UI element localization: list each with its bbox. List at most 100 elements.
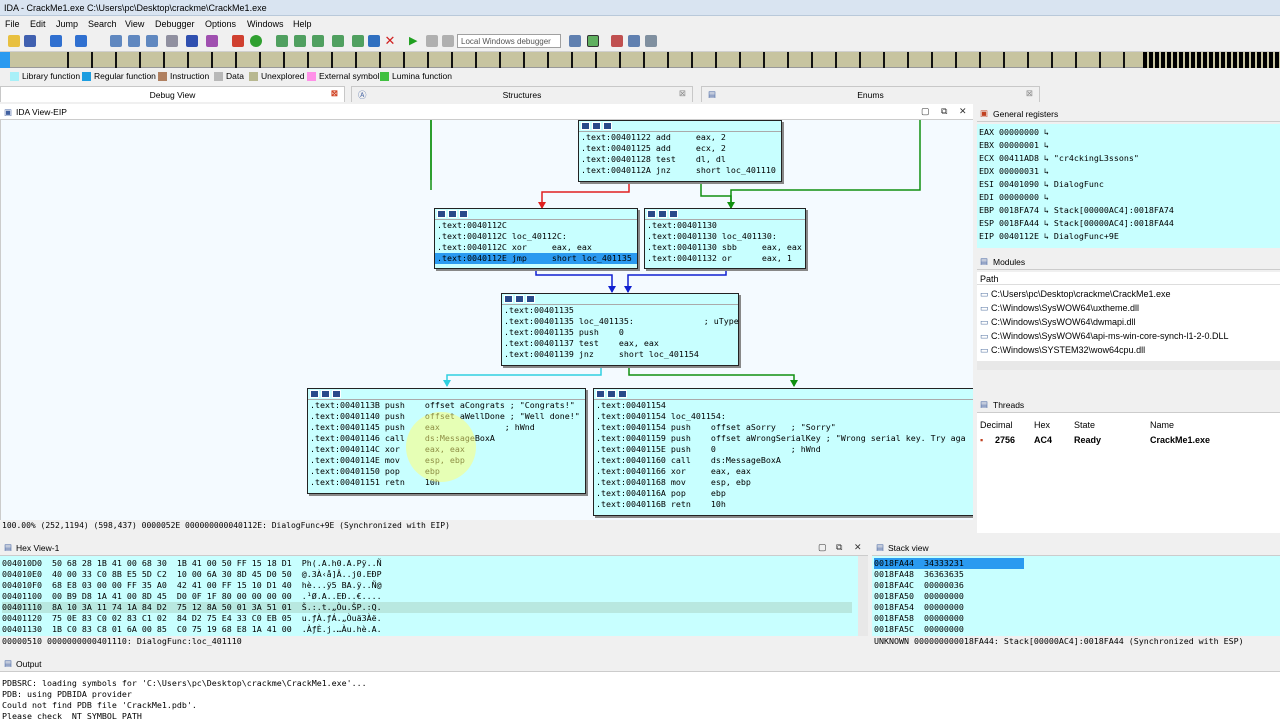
register-ebx[interactable]: EBX 00000001 ↳ (979, 140, 1049, 150)
hex-scrollbar[interactable] (858, 556, 868, 636)
close-icon[interactable]: ⊠ (330, 88, 338, 98)
register-esp[interactable]: ESP 0018FA44 ↳ Stack[00000AC4]:0018FA44 (979, 218, 1174, 228)
menu-view[interactable]: View (125, 19, 145, 29)
step-over-icon[interactable] (628, 35, 640, 47)
asm-line[interactable]: .text:00401160 call ds:MessageBoxA (596, 455, 781, 465)
hex-row[interactable]: 00401120 75 0E 83 C0 02 83 C1 02 84 D2 7… (2, 613, 382, 623)
menu-help[interactable]: Help (293, 19, 312, 29)
menu-options[interactable]: Options (205, 19, 237, 29)
table-row[interactable]: ▪ 2756 AC4 Ready CrackMe1.exe (977, 433, 1280, 447)
list-item[interactable]: ▭ C:\Windows\SysWOW64\dwmapi.dll (980, 317, 1136, 327)
close-icon[interactable]: ⊠ (1025, 88, 1033, 98)
threads-list[interactable]: Decimal Hex State Name ▪ 2756 AC4 Ready … (977, 413, 1280, 533)
tab-debug-view[interactable]: Debug View ⊠ (0, 86, 345, 102)
sync-icon[interactable] (587, 35, 599, 47)
run-to-icon[interactable] (645, 35, 657, 47)
asm-line[interactable]: .text:00401135 (504, 305, 574, 315)
asm-line[interactable]: .text:0040115E push 0 ; hWnd (596, 444, 821, 454)
asm-line[interactable]: .text:00401154 push offset aSorry ; "Sor… (596, 422, 836, 432)
menu-jump[interactable]: Jump (56, 19, 79, 29)
down-icon[interactable] (186, 35, 198, 47)
play-icon[interactable]: ▶ (409, 35, 418, 47)
asm-line[interactable]: .text:00401154 loc_401154: (596, 411, 726, 421)
step-into-icon[interactable] (611, 35, 623, 47)
register-edi[interactable]: EDI 00000000 ↳ (979, 192, 1049, 202)
register-ebp[interactable]: EBP 0018FA74 ↳ Stack[00000AC4]:0018FA74 (979, 205, 1174, 215)
list-item[interactable]: ▭ C:\Users\pc\Desktop\crackme\CrackMe1.e… (980, 289, 1171, 299)
stack-view[interactable]: 0018FA44 34333231 0018FA48 36363635 0018… (872, 556, 1280, 636)
threads-col-hex[interactable]: Hex (1034, 420, 1051, 430)
open-icon[interactable] (8, 35, 20, 47)
menu-debugger[interactable]: Debugger (155, 19, 195, 29)
struct-icon[interactable] (206, 35, 218, 47)
register-eip[interactable]: EIP 0040112E ↳ DialogFunc+9E (979, 231, 1119, 241)
restore-icon[interactable]: ⧉ (941, 106, 948, 116)
graph-block-401135[interactable]: .text:00401135 .text:00401135 loc_401135… (501, 293, 739, 366)
list-item[interactable]: ▭ C:\Windows\SysWOW64\api-ms-win-core-sy… (980, 331, 1229, 341)
script-icon[interactable] (352, 35, 364, 47)
plugin-icon[interactable] (276, 35, 288, 47)
asm-line[interactable]: .text:0040116A pop ebp (596, 488, 726, 498)
asm-line[interactable]: .text:0040112C (437, 220, 507, 230)
hex-row[interactable]: 004010F0 68 E8 03 00 00 FF 35 A0 42 41 0… (2, 580, 382, 590)
hex-row[interactable]: 004010D0 50 68 28 1B 41 00 68 30 1B 41 0… (2, 558, 382, 568)
breakpoint-icon[interactable] (294, 35, 306, 47)
code-icon[interactable] (146, 35, 158, 47)
asm-line[interactable]: .text:00401125 add ecx, 2 (581, 143, 726, 153)
asm-line[interactable]: .text:00401130 loc_401130: (647, 231, 777, 241)
stack-row[interactable]: 0018FA54 00000000 (874, 602, 964, 612)
menu-edit[interactable]: Edit (30, 19, 46, 29)
asm-line[interactable]: .text:00401139 jnz short loc_401154 (504, 349, 699, 359)
asm-line[interactable]: .text:0040113B push offset aCongrats ; "… (310, 400, 575, 410)
asm-line[interactable]: .text:0040116B retn 10h (596, 499, 726, 509)
graph-icon[interactable] (232, 35, 244, 47)
asm-line[interactable]: .text:0040112C loc_40112C: (437, 231, 567, 241)
asm-line[interactable]: .text:00401168 mov esp, ebp (596, 477, 751, 487)
graph-block-401154[interactable]: .text:00401154 .text:00401154 loc_401154… (593, 388, 973, 516)
hex-view[interactable]: 004010D0 50 68 28 1B 41 00 68 30 1B 41 0… (0, 556, 868, 636)
graph-block-40112c[interactable]: .text:0040112C .text:0040112C loc_40112C… (434, 208, 638, 269)
close-x-icon[interactable]: ✕ (384, 33, 396, 48)
attach-icon[interactable] (368, 35, 380, 47)
menu-search[interactable]: Search (88, 19, 117, 29)
undefine-icon[interactable] (166, 35, 178, 47)
register-eax[interactable]: EAX 00000000 ↳ (979, 127, 1049, 137)
restore-icon[interactable]: ⧉ (836, 542, 843, 552)
output-window[interactable]: PDBSRC: loading symbols for 'C:\Users\pc… (0, 672, 1280, 720)
menu-windows[interactable]: Windows (247, 19, 284, 29)
step-icon[interactable] (332, 35, 344, 47)
list-item[interactable]: ▭ C:\Windows\SYSTEM32\wow64cpu.dll (980, 345, 1146, 355)
asm-line[interactable]: .text:00401128 test dl, dl (581, 154, 726, 164)
stack-row[interactable]: 0018FA5C 00000000 (874, 624, 964, 634)
asm-line[interactable]: .text:00401137 test eax, eax (504, 338, 659, 348)
asm-line[interactable]: .text:00401135 loc_401135: ; uType (504, 316, 739, 326)
asm-line[interactable]: .text:00401151 retn 10h (310, 477, 440, 487)
tab-structures[interactable]: Ⓐ Structures ⊠ (351, 86, 693, 102)
switch-debugger-icon[interactable] (569, 35, 581, 47)
pause-icon[interactable] (426, 35, 438, 47)
registers-panel[interactable]: EAX 00000000 ↳ EBX 00000001 ↳ ECX 00411A… (977, 124, 1280, 248)
stack-row[interactable]: 0018FA50 00000000 (874, 591, 964, 601)
stack-row-current[interactable]: 0018FA44 34333231 (874, 558, 1024, 569)
navigation-band[interactable] (0, 52, 1280, 68)
data-icon[interactable] (128, 35, 140, 47)
save-icon[interactable] (24, 35, 36, 47)
asm-line[interactable]: .text:00401130 sbb eax, eax (647, 242, 802, 252)
hex-row[interactable]: 00401130 1B C0 83 C8 01 6A 00 85 C0 75 1… (2, 624, 382, 634)
debugger-select[interactable]: Local Windows debugger (457, 34, 561, 48)
asm-line[interactable]: .text:00401132 or eax, 1 (647, 253, 792, 263)
asm-line[interactable]: .text:0040112C xor eax, eax (437, 242, 592, 252)
forward-icon[interactable] (75, 35, 87, 47)
list-item[interactable]: ▭ C:\Windows\SysWOW64\uxtheme.dll (980, 303, 1140, 313)
back-icon[interactable] (50, 35, 62, 47)
threads-col-decimal[interactable]: Decimal (980, 420, 1013, 430)
tab-enums[interactable]: ▤ Enums ⊠ (701, 86, 1040, 102)
stack-row[interactable]: 0018FA48 36363635 (874, 569, 964, 579)
threads-col-state[interactable]: State (1074, 420, 1096, 430)
modules-list[interactable]: ▭ C:\Users\pc\Desktop\crackme\CrackMe1.e… (977, 285, 1280, 370)
register-edx[interactable]: EDX 00000031 ↳ (979, 166, 1049, 176)
modules-column-path[interactable]: Path (977, 272, 1280, 285)
asm-line[interactable]: .text:00401154 (596, 400, 666, 410)
hex-row-current[interactable]: 00401110 8A 10 3A 11 74 1A 84 D2 75 12 8… (2, 602, 852, 613)
run-circle-icon[interactable] (250, 35, 262, 47)
